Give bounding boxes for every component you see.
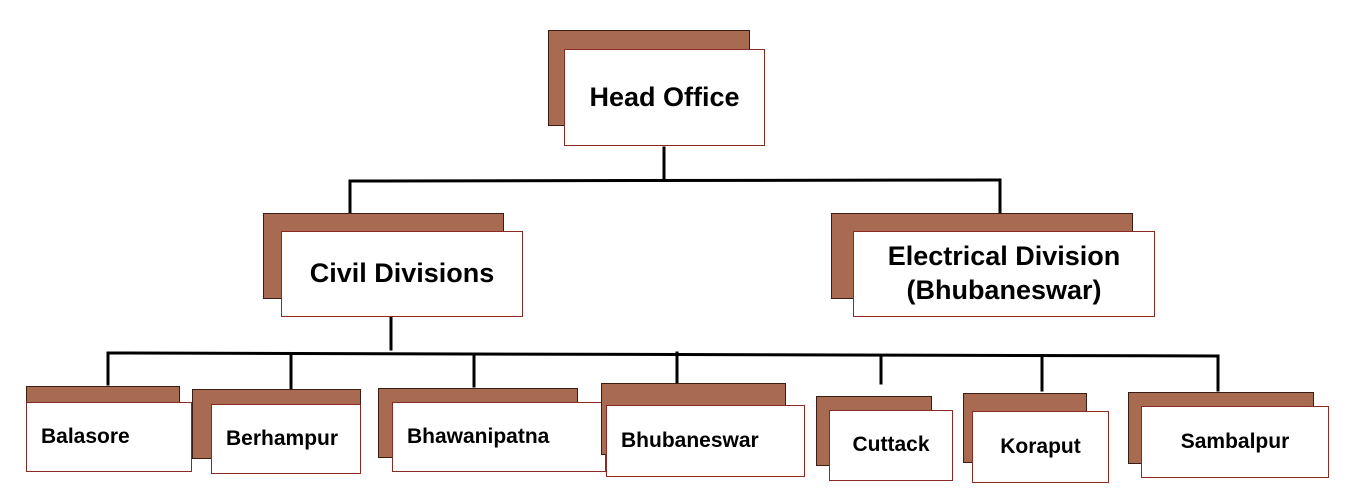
bhawanipatna-label: Bhawanipatna xyxy=(407,424,550,448)
civil-divisions-label: Civil Divisions xyxy=(309,258,495,289)
cuttack-label: Cuttack xyxy=(852,433,930,457)
balasore-label: Balasore xyxy=(41,424,130,448)
node-box: Head Office xyxy=(564,49,765,146)
connector-level1-bar xyxy=(348,178,1002,183)
node-box: Balasore xyxy=(26,402,192,472)
node-box: Electrical Division (Bhubaneswar) xyxy=(853,231,1155,317)
bhubaneswar-label: Bhubaneswar xyxy=(621,428,759,452)
node-box: Sambalpur xyxy=(1141,406,1329,478)
node-box: Berhampur xyxy=(211,404,361,474)
electrical-division-line1: Electrical Division xyxy=(887,241,1121,272)
sambalpur-label: Sambalpur xyxy=(1180,429,1290,453)
koraput-label: Koraput xyxy=(1000,434,1081,458)
node-box: Bhubaneswar xyxy=(606,405,805,477)
node-box: Koraput xyxy=(972,411,1109,483)
node-box: Civil Divisions xyxy=(281,231,523,317)
berhampur-label: Berhampur xyxy=(226,426,339,450)
electrical-division-line2: (Bhubaneswar) xyxy=(906,275,1102,305)
electrical-division-label: Electrical Division (Bhubaneswar) xyxy=(888,240,1121,308)
node-box: Bhawanipatna xyxy=(392,402,606,472)
node-box: Cuttack xyxy=(829,410,953,481)
connector-level2-bar xyxy=(106,351,1220,358)
head-office-label: Head Office xyxy=(589,81,740,112)
